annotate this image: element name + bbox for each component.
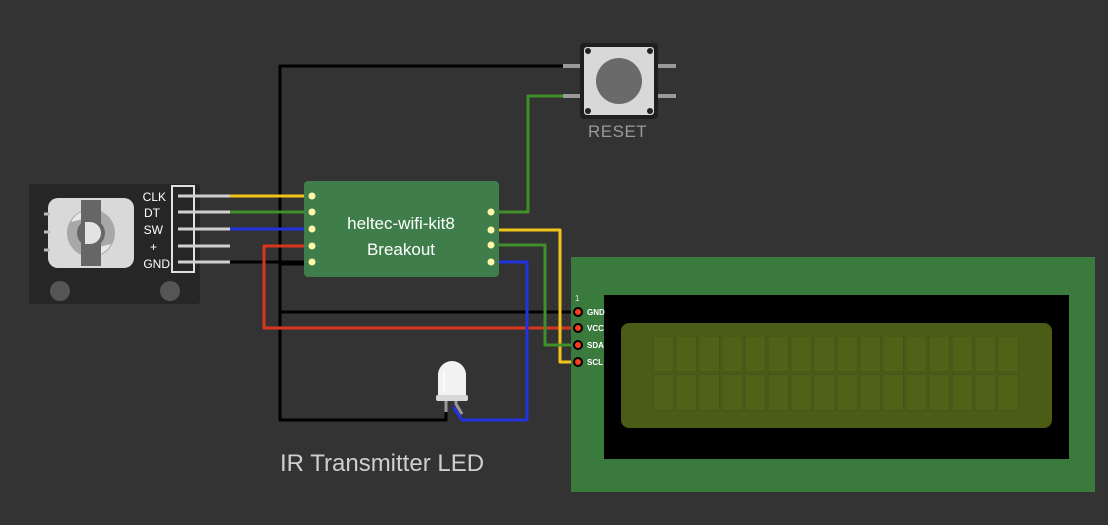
reset-button-label: RESET <box>588 122 648 141</box>
ir-led[interactable] <box>436 361 468 415</box>
lcd-char-cell <box>813 335 835 373</box>
mount-hole <box>160 281 180 301</box>
wire-led-gnd[interactable] <box>278 298 448 422</box>
wire-reset-signal[interactable] <box>490 94 567 214</box>
breakout-title: heltec-wifi-kit8 <box>347 214 455 233</box>
lcd-char-cell <box>836 374 858 411</box>
mount-hole <box>50 281 70 301</box>
wire-lcd-vcc[interactable] <box>262 244 580 330</box>
led-caption: IR Transmitter LED <box>280 450 485 477</box>
breakout-pin[interactable] <box>307 257 317 267</box>
lcd-display[interactable]: 1 GND VCC SDA SCL <box>571 257 1095 492</box>
encoder-pin-label: SW <box>144 223 164 237</box>
lcd-char-cell <box>744 374 766 411</box>
button-cap[interactable] <box>596 58 642 104</box>
breakout-pin[interactable] <box>486 207 496 217</box>
wire-reset-gnd[interactable] <box>278 64 567 266</box>
lcd-char-cell <box>882 335 904 373</box>
encoder-pin-label: + <box>150 240 157 254</box>
breakout-pin[interactable] <box>307 191 317 201</box>
lcd-char-cell <box>905 374 927 411</box>
lcd-pin-label: VCC <box>587 324 604 333</box>
lcd-char-cell <box>652 335 674 373</box>
lcd-char-cell <box>698 335 720 373</box>
lcd-char-cell <box>974 374 996 411</box>
breakout-pin[interactable] <box>307 207 317 217</box>
lcd-pin1-marker: 1 <box>575 294 580 303</box>
lcd-char-cell <box>997 374 1019 411</box>
encoder-pin-label: GND <box>143 257 170 271</box>
lcd-char-cell <box>928 374 950 411</box>
lcd-char-cell <box>905 335 927 373</box>
lcd-char-cell <box>721 374 743 411</box>
breakout-pin[interactable] <box>307 224 317 234</box>
lcd-pin[interactable] <box>573 323 583 333</box>
breakout-board[interactable]: heltec-wifi-kit8 Breakout <box>304 181 499 277</box>
lcd-char-cell <box>882 374 904 411</box>
encoder-pin-label: CLK <box>143 190 166 204</box>
lcd-char-cell <box>997 335 1019 373</box>
lcd-char-cell <box>951 374 973 411</box>
lcd-char-cell <box>675 374 697 411</box>
lcd-char-cell <box>790 335 812 373</box>
led-flange <box>436 395 468 401</box>
lcd-char-cell <box>859 374 881 411</box>
breakout-subtitle: Breakout <box>367 240 435 259</box>
lcd-char-cell <box>951 335 973 373</box>
wire-lcd-scl[interactable] <box>490 228 580 364</box>
wire-lcd-sda[interactable] <box>490 243 580 347</box>
lcd-char-cell <box>721 335 743 373</box>
lcd-char-cell <box>859 335 881 373</box>
wire-led-signal[interactable] <box>452 260 529 422</box>
breakout-pin[interactable] <box>486 225 496 235</box>
lcd-pin[interactable] <box>573 357 583 367</box>
lcd-char-cell <box>836 335 858 373</box>
lcd-char-cell <box>974 335 996 373</box>
reset-pushbutton[interactable] <box>563 43 676 119</box>
breakout-pin[interactable] <box>307 241 317 251</box>
lcd-char-cell <box>744 335 766 373</box>
lcd-pin-label: GND <box>587 308 605 317</box>
lcd-char-cell <box>813 374 835 411</box>
lcd-char-cell <box>767 374 789 411</box>
encoder-shaft-flat <box>85 222 101 244</box>
lcd-char-cell <box>652 374 674 411</box>
lcd-pin-label: SDA <box>587 341 604 350</box>
breakout-pcb <box>304 181 499 277</box>
lcd-char-cell <box>928 335 950 373</box>
encoder-pin-label: DT <box>144 206 161 220</box>
lcd-char-cell <box>698 374 720 411</box>
rotary-encoder[interactable]: CLK DT SW + GND <box>29 184 230 304</box>
lcd-char-cell <box>790 374 812 411</box>
lcd-char-cell <box>675 335 697 373</box>
led-body <box>438 361 466 398</box>
lcd-pin-label: SCL <box>587 358 603 367</box>
lcd-character-grid <box>652 335 1019 411</box>
breakout-pin[interactable] <box>486 240 496 250</box>
breakout-pin[interactable] <box>486 257 496 267</box>
lcd-pin[interactable] <box>573 340 583 350</box>
wires <box>228 64 580 422</box>
lcd-char-cell <box>767 335 789 373</box>
lcd-pin[interactable] <box>573 307 583 317</box>
